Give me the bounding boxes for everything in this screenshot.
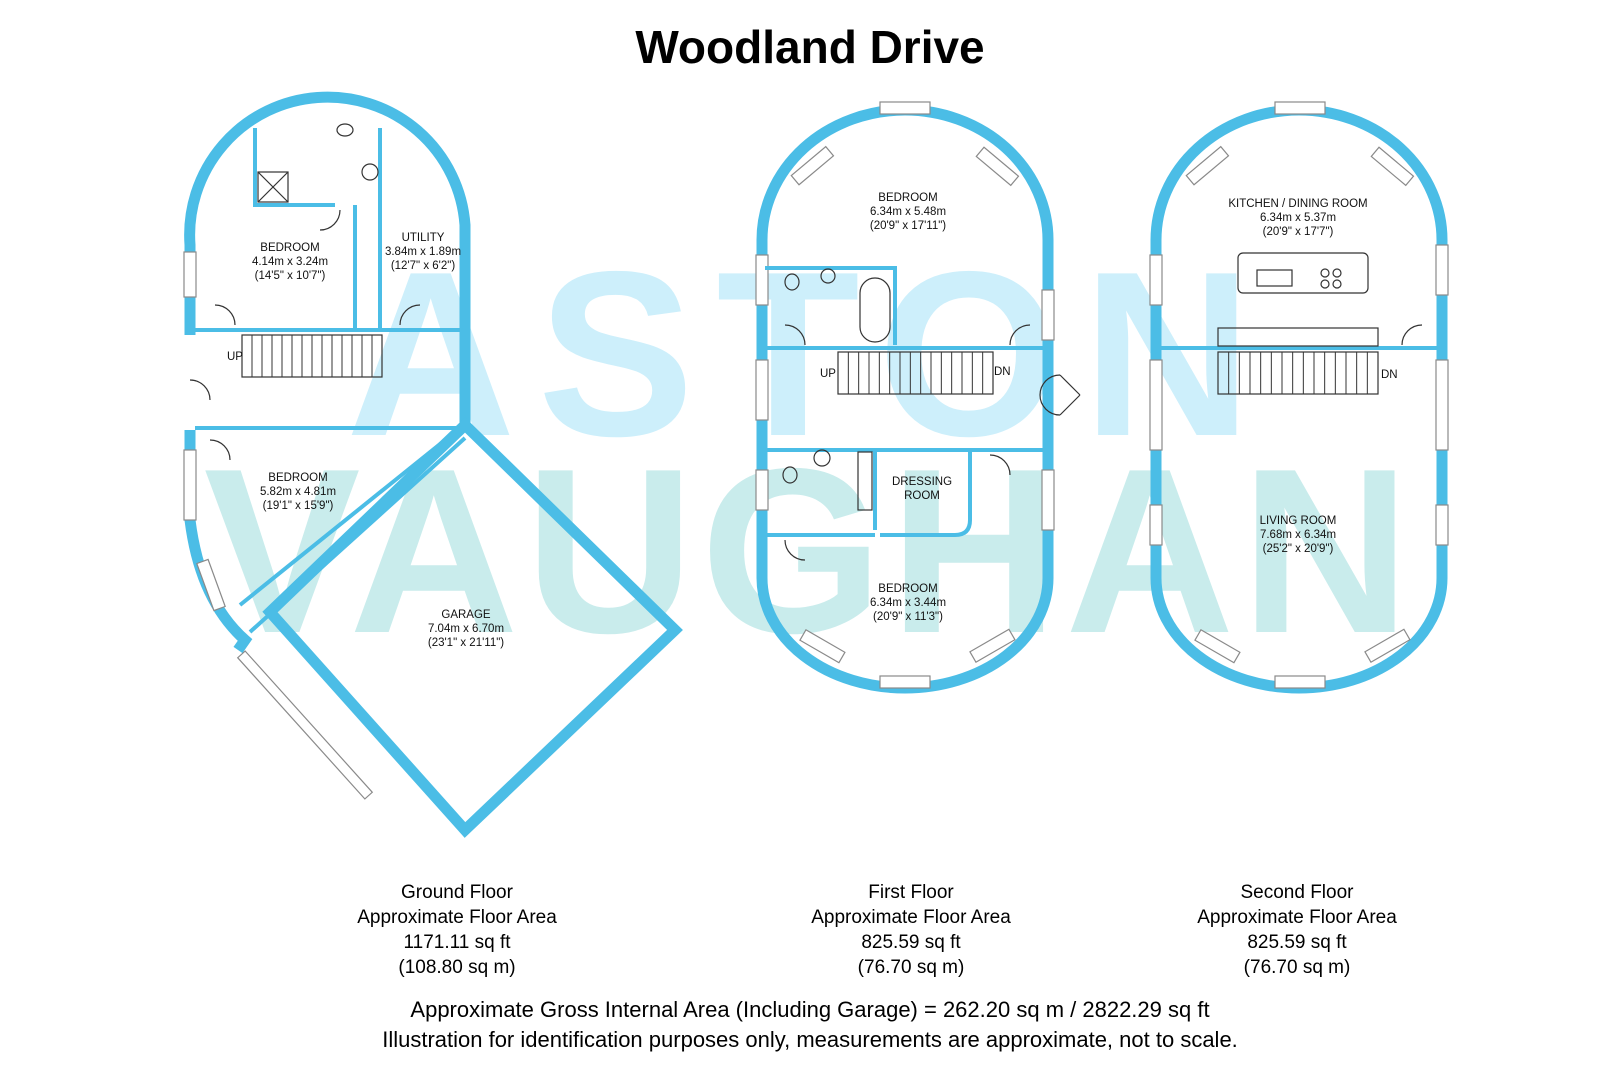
- first-bedroom-imperial: (20'9" x 17'11"): [870, 220, 946, 232]
- ground-bedroom2-imperial: (19'1" x 15'9"): [263, 500, 334, 512]
- first-bedroom-name: BEDROOM: [878, 192, 937, 204]
- first-floor-plan: [755, 101, 1081, 694]
- garage-metric: 7.04m x 6.70m: [428, 623, 504, 635]
- first-floor-summary: First Floor Approximate Floor Area 825.5…: [731, 880, 1091, 980]
- garage-imperial: (23'1" x 21'11"): [428, 637, 504, 649]
- ground-floor-name: Ground Floor: [401, 882, 513, 903]
- kitchen-imperial: (20'9" x 17'7"): [1263, 226, 1334, 238]
- first-floor-sqm: (76.70 sq m): [857, 957, 965, 978]
- first-bedroom2-metric: 6.34m x 3.44m: [870, 597, 946, 609]
- ground-floor-sqm: (108.80 sq m): [398, 957, 516, 978]
- second-floor-plan: [1149, 101, 1449, 694]
- ground-floor-summary: Ground Floor Approximate Floor Area 1171…: [277, 880, 637, 980]
- second-floor-summary: Second Floor Approximate Floor Area 825.…: [1117, 880, 1477, 980]
- utility-metric: 3.84m x 1.89m: [385, 246, 461, 258]
- ground-bedroom-name: BEDROOM: [260, 242, 319, 254]
- ground-bedroom-metric: 4.14m x 3.24m: [252, 256, 328, 268]
- gross-internal-area: Approximate Gross Internal Area (Includi…: [410, 997, 1210, 1022]
- watermark-top-text: ASTON: [346, 222, 1274, 485]
- second-floor-area-label: Approximate Floor Area: [1197, 907, 1397, 928]
- disclaimer: Illustration for identification purposes…: [382, 1027, 1238, 1052]
- first-stairs: [837, 351, 994, 395]
- utility-imperial: (12'7" x 6'2"): [391, 260, 456, 272]
- first-floor-sqft: 825.59 sq ft: [861, 932, 961, 953]
- living-room-imperial: (25'2" x 20'9"): [1263, 543, 1334, 555]
- gross-area-footer: Approximate Gross Internal Area (Includi…: [0, 995, 1620, 1055]
- kitchen-metric: 6.34m x 5.37m: [1260, 212, 1336, 224]
- second-stairs: [1217, 351, 1379, 395]
- page-title: Woodland Drive: [635, 21, 985, 73]
- first-floor-area-label: Approximate Floor Area: [811, 907, 1011, 928]
- ground-stairs: [241, 334, 383, 378]
- ground-bedroom2-name: BEDROOM: [268, 472, 327, 484]
- ground-bedroom2-metric: 5.82m x 4.81m: [260, 486, 336, 498]
- living-room-metric: 7.68m x 6.34m: [1260, 529, 1336, 541]
- kitchen-name: KITCHEN / DINING ROOM: [1228, 198, 1367, 210]
- dressing-room-name: DRESSING: [892, 476, 952, 488]
- second-floor-name: Second Floor: [1240, 882, 1354, 903]
- first-floor-name: First Floor: [868, 882, 954, 903]
- second-floor-sqft: 825.59 sq ft: [1247, 932, 1347, 953]
- garage-name: GARAGE: [441, 609, 491, 621]
- room-labels: BEDROOM 4.14m x 3.24m (14'5" x 10'7") UT…: [227, 192, 1398, 649]
- ground-bedroom-imperial: (14'5" x 10'7"): [255, 270, 326, 282]
- living-room-name: LIVING ROOM: [1260, 515, 1337, 527]
- ground-floor-plan: [183, 91, 683, 838]
- utility-name: UTILITY: [402, 232, 445, 244]
- second-floor-sqm: (76.70 sq m): [1243, 957, 1351, 978]
- ground-stairs-up-label: UP: [227, 351, 243, 363]
- first-stairs-down-label: DN: [994, 366, 1011, 378]
- first-bedroom-metric: 6.34m x 5.48m: [870, 206, 946, 218]
- first-bedroom2-imperial: (20'9" x 11'3"): [873, 611, 943, 623]
- first-stairs-up-label: UP: [820, 368, 836, 380]
- second-stairs-down-label: DN: [1381, 369, 1398, 381]
- dressing-room-name2: ROOM: [904, 490, 940, 502]
- ground-floor-area-label: Approximate Floor Area: [357, 907, 557, 928]
- ground-floor-sqft: 1171.11 sq ft: [403, 932, 511, 953]
- first-bedroom2-name: BEDROOM: [878, 583, 937, 595]
